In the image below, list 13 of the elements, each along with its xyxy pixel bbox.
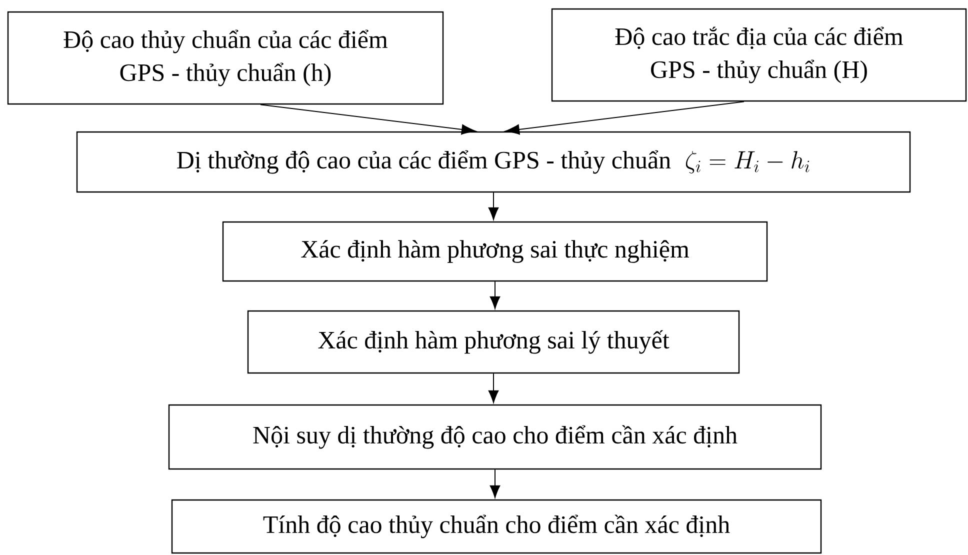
process-box: Độ cao trắc địa của các điểm GPS - thủy chuẩn (H) <box>551 8 967 102</box>
process-box: Tính độ cao thủy chuẩn cho điểm cần xác định <box>171 499 822 554</box>
process-box: Nội suy dị thường độ cao cho điểm cần xác định <box>168 404 822 470</box>
arrow <box>505 101 744 135</box>
arrow <box>488 373 499 403</box>
process-box: Độ cao thủy chuẩn của các điểm GPS - thủy chuẩn (h) <box>7 11 444 105</box>
process-box: Xác định hàm phương sai lý thuyết <box>247 310 740 374</box>
process-box: Dị thường độ cao của các điểm GPS - thủy chuẩn $\zeta_i = H_i - h_i$ <box>76 131 911 193</box>
process-box: Xác định hàm phương sai thực nghiệm <box>222 221 768 282</box>
arrow <box>488 192 499 220</box>
arrow <box>490 281 500 309</box>
arrow <box>490 469 500 498</box>
arrow <box>260 104 476 135</box>
